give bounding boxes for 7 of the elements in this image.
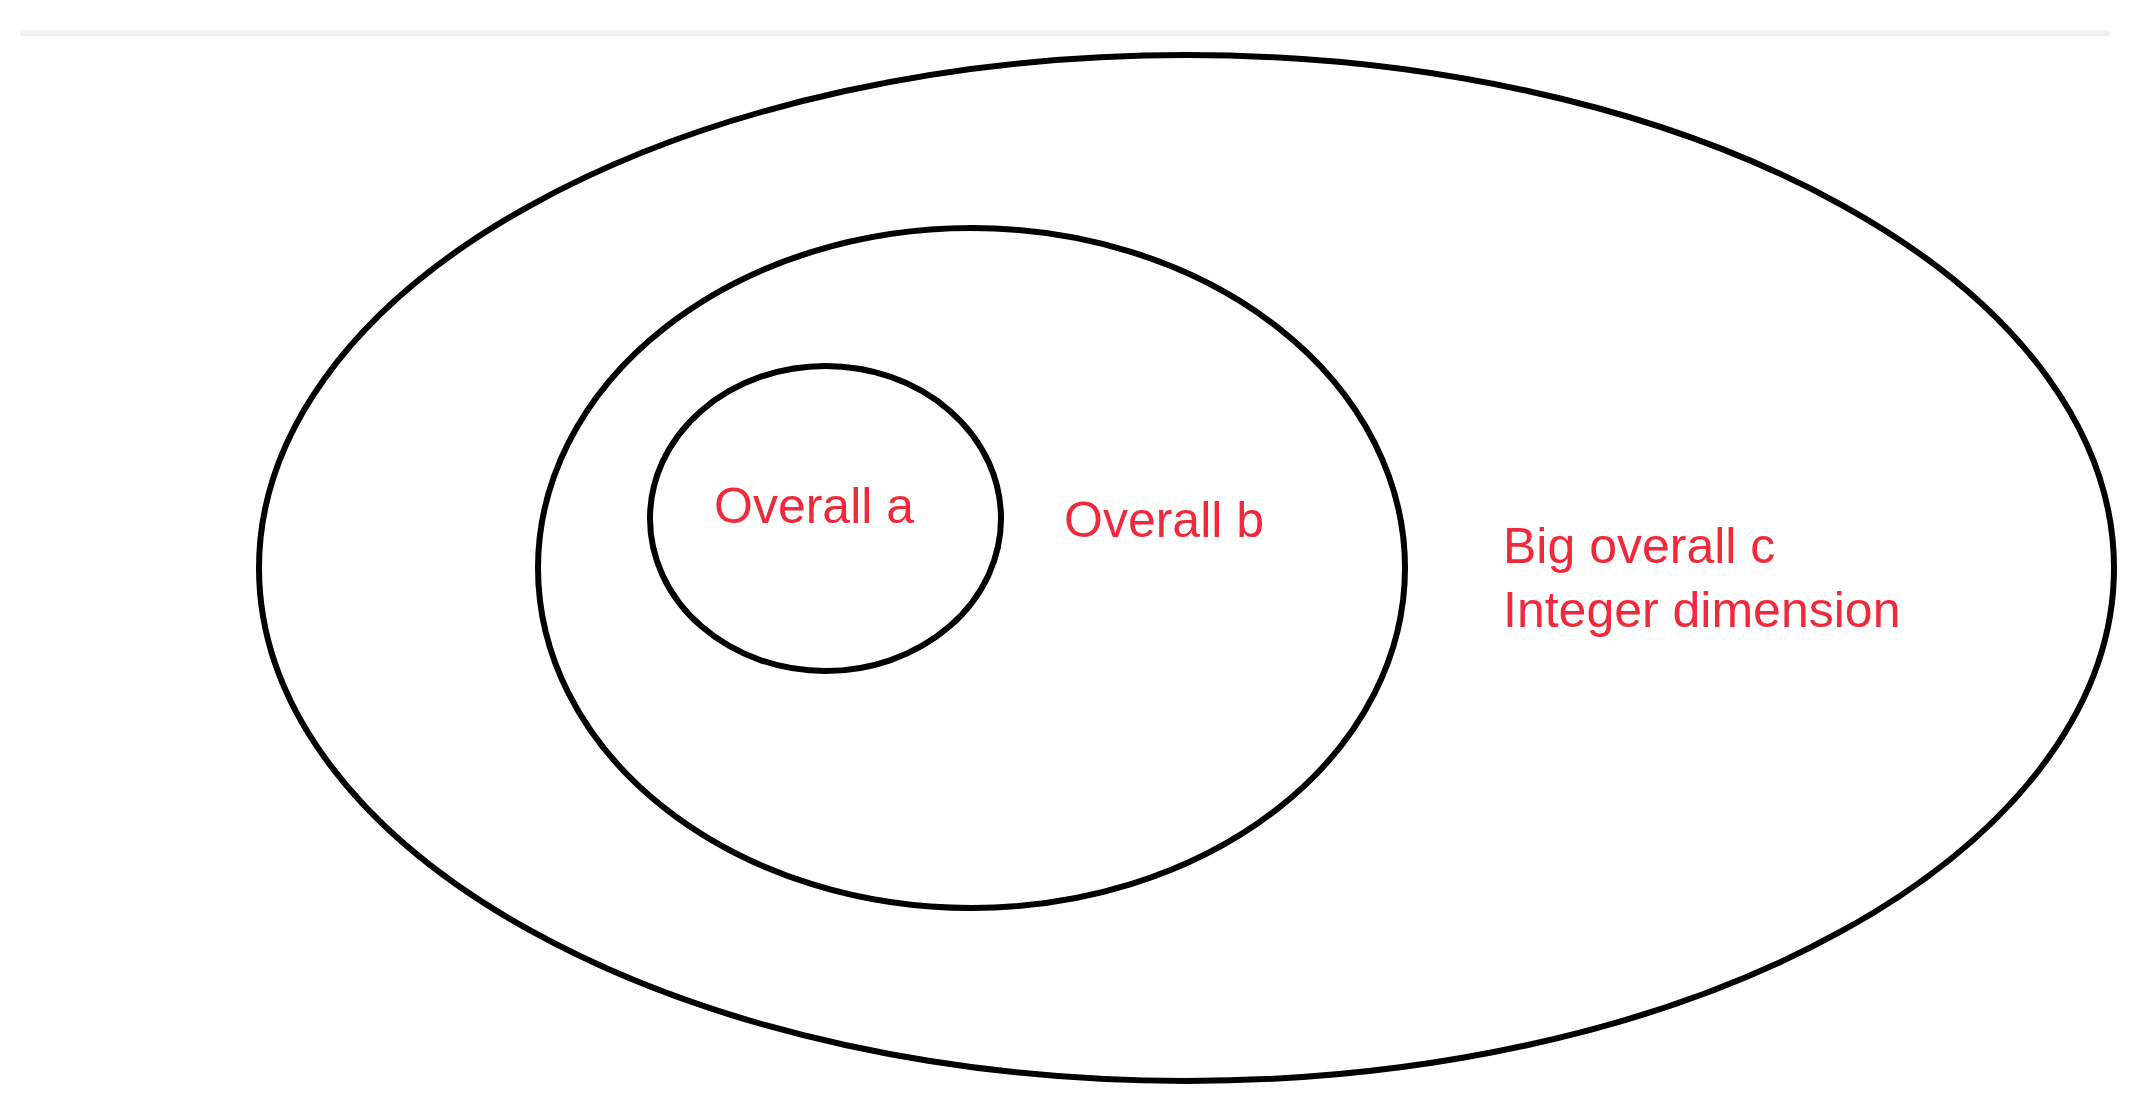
inner-ellipse (647, 363, 1004, 674)
set-label: Overall a (714, 477, 915, 536)
set-label: Big overall c (1503, 517, 1776, 576)
outer-ellipse (256, 52, 2117, 1084)
middle-ellipse (535, 225, 1408, 911)
set-label: Overall b (1064, 491, 1265, 550)
set-label: Integer dimension (1503, 581, 1901, 640)
